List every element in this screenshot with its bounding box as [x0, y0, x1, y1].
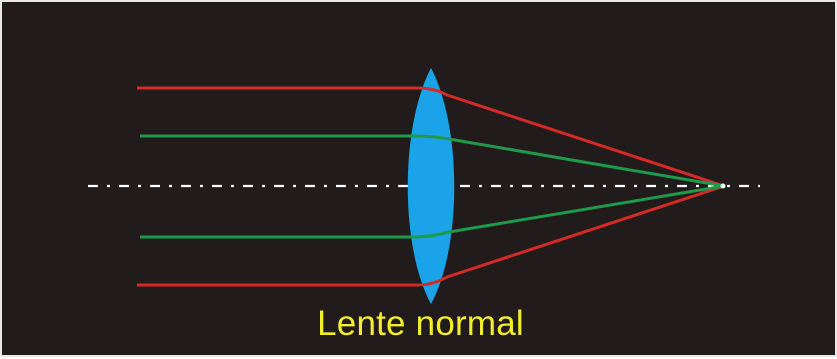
- lens-caption: Lente normal: [317, 304, 524, 343]
- inner-ray-top: [140, 134, 725, 188]
- outer-ray-top: [137, 86, 725, 188]
- inner-ray-bottom: [140, 184, 725, 239]
- outer-ray-bottom: [137, 184, 725, 287]
- biconvex-lens-icon: [407, 68, 455, 304]
- focal-point-icon: [720, 183, 726, 189]
